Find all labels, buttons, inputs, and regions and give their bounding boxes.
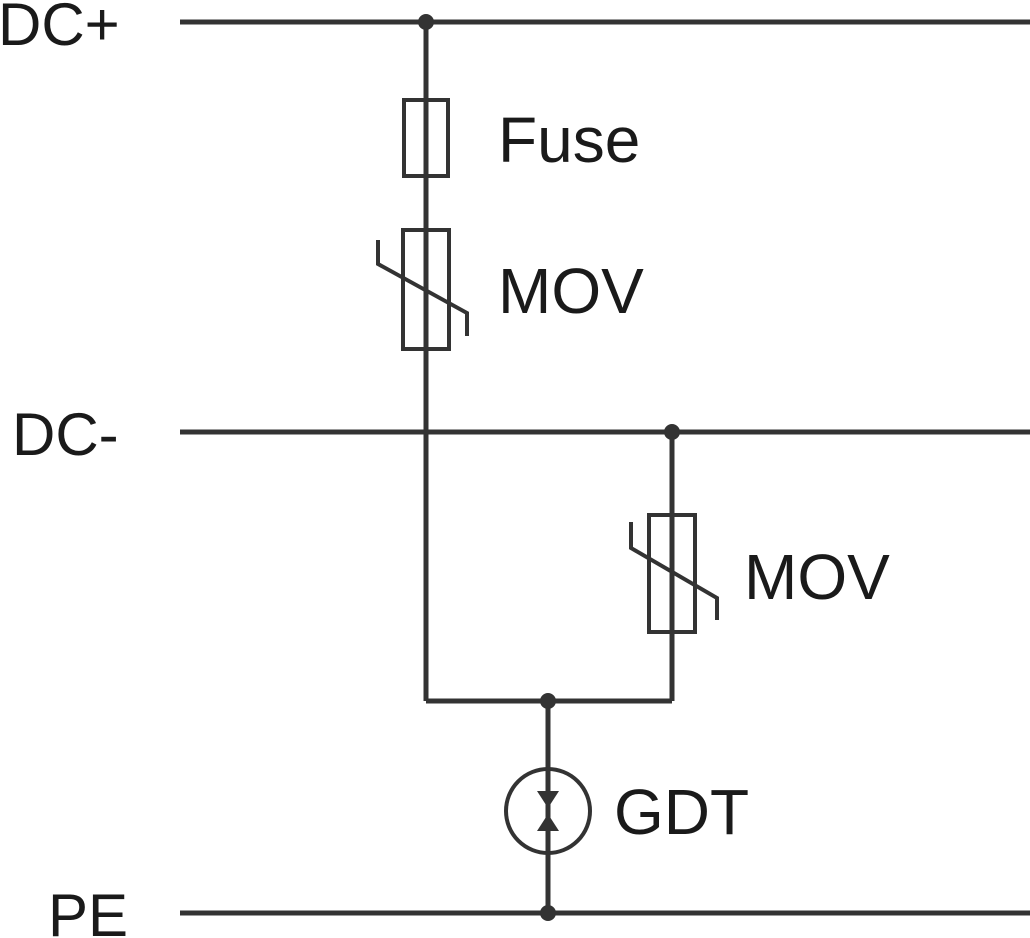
junction-dc-minus — [664, 424, 680, 440]
junction-dc-plus — [418, 14, 434, 30]
fuse-symbol — [402, 98, 450, 178]
mov-top-symbol — [376, 228, 469, 351]
junction-pe — [540, 905, 556, 921]
mov-bottom-symbol — [629, 513, 719, 634]
mov-bottom-label: MOV — [744, 541, 890, 613]
rail-label-dc-plus: DC+ — [0, 0, 120, 58]
rail-label-dc-minus: DC- — [12, 401, 119, 468]
junction-bottom — [540, 693, 556, 709]
rail-label-pe: PE — [48, 882, 128, 938]
mov-top-label: MOV — [498, 255, 644, 327]
gdt-label: GDT — [614, 776, 749, 848]
gdt-symbol — [504, 767, 592, 855]
fuse-label: Fuse — [498, 104, 640, 176]
